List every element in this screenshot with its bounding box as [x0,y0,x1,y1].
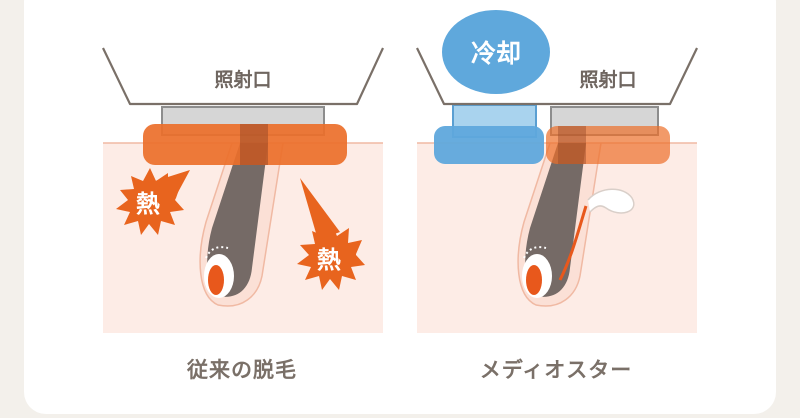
hair-root-red [526,265,542,295]
cooling-band [434,126,544,164]
heat-overlap [240,124,268,165]
mediostar-panel: 照射口 冷却 [416,10,698,333]
heat-overlap [558,126,586,164]
heat-burst-right: 熱 [297,178,365,290]
heat-label: 熱 [317,246,341,274]
heat-burst-left: 熱 [116,168,190,235]
handpiece-body [102,47,384,106]
sebaceous-gland [587,188,635,214]
handpiece-label: 照射口 [214,68,271,91]
mediostar-caption: メディオスター [479,358,633,382]
bulge-target-line [558,205,588,281]
handpiece-body [416,47,698,106]
conventional-caption: 従来の脱毛 [187,358,297,382]
conventional-panel: 照射口 熱 熱 [102,47,384,333]
handpiece-label: 照射口 [579,68,636,91]
hair-root-red [208,265,224,295]
heat-band-soft [546,126,670,164]
cooling-label: 冷却 [471,39,521,68]
heat-label: 熱 [136,190,160,218]
cooling-bubble [442,10,550,94]
